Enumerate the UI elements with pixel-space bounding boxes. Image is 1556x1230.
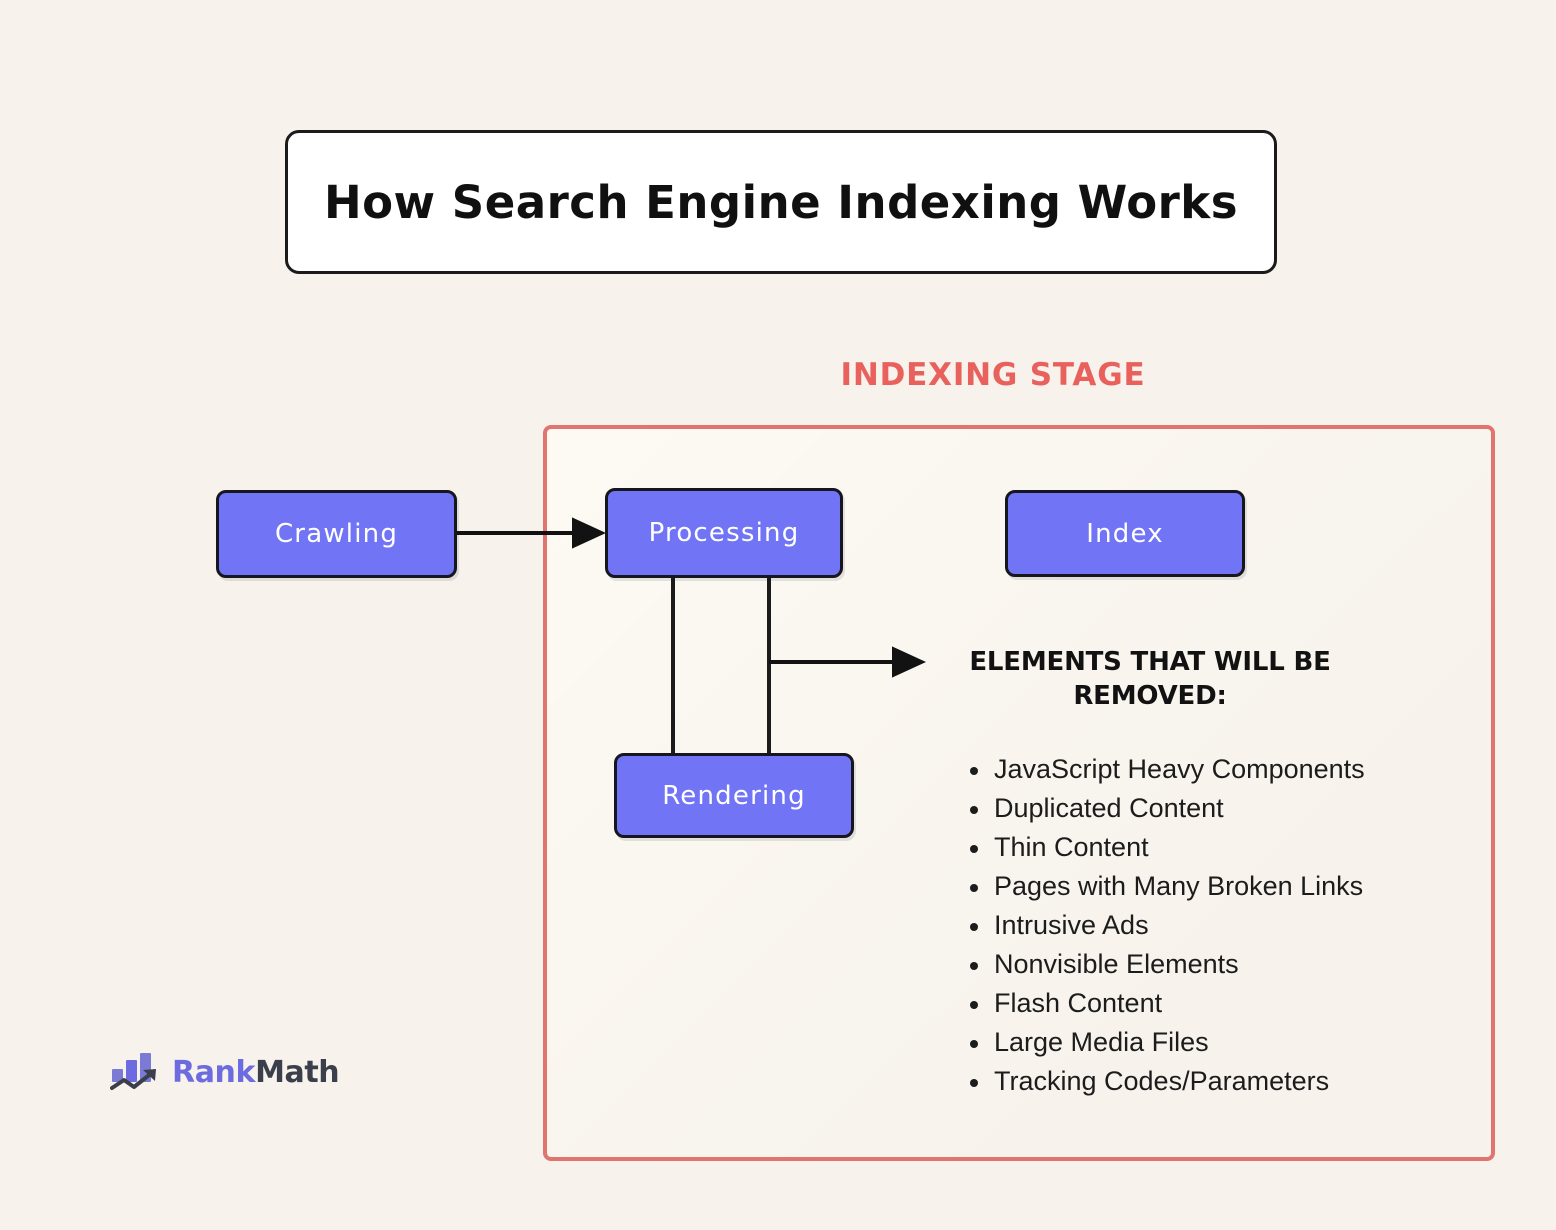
list-item: Flash Content bbox=[968, 984, 1365, 1023]
logo-text-rank: Rank bbox=[172, 1054, 256, 1090]
logo-text-math: Math bbox=[255, 1054, 340, 1090]
list-item: Nonvisible Elements bbox=[968, 945, 1365, 984]
list-item: Pages with Many Broken Links bbox=[968, 867, 1365, 906]
flow-box-crawling[interactable]: Crawling bbox=[216, 490, 457, 578]
page-title: How Search Engine Indexing Works bbox=[323, 175, 1239, 229]
list-item: Intrusive Ads bbox=[968, 906, 1365, 945]
flow-box-processing-label: Processing bbox=[648, 518, 800, 548]
rankmath-logo: RankMath bbox=[110, 1050, 340, 1094]
flow-box-rendering-label: Rendering bbox=[662, 780, 806, 811]
list-item: Tracking Codes/Parameters bbox=[968, 1062, 1365, 1101]
indexing-stage-label: INDEXING STAGE bbox=[840, 357, 1146, 393]
rankmath-bars-arrow-icon bbox=[110, 1053, 156, 1090]
removed-elements-list: JavaScript Heavy Components Duplicated C… bbox=[968, 750, 1365, 1101]
flow-box-rendering[interactable]: Rendering bbox=[614, 753, 854, 838]
title-card: How Search Engine Indexing Works bbox=[285, 130, 1277, 274]
list-item: Duplicated Content bbox=[968, 789, 1365, 828]
list-item: Large Media Files bbox=[968, 1023, 1365, 1062]
flow-box-processing[interactable]: Processing bbox=[605, 488, 843, 578]
flow-box-index[interactable]: Index bbox=[1005, 490, 1245, 577]
flow-box-index-label: Index bbox=[1086, 518, 1164, 549]
removed-elements-heading: ELEMENTS THAT WILL BE REMOVED: bbox=[969, 647, 1331, 712]
flow-box-crawling-label: Crawling bbox=[274, 519, 399, 549]
rankmath-wordmark: RankMath bbox=[172, 1054, 340, 1090]
list-item: JavaScript Heavy Components bbox=[968, 750, 1365, 789]
list-item: Thin Content bbox=[968, 828, 1365, 867]
